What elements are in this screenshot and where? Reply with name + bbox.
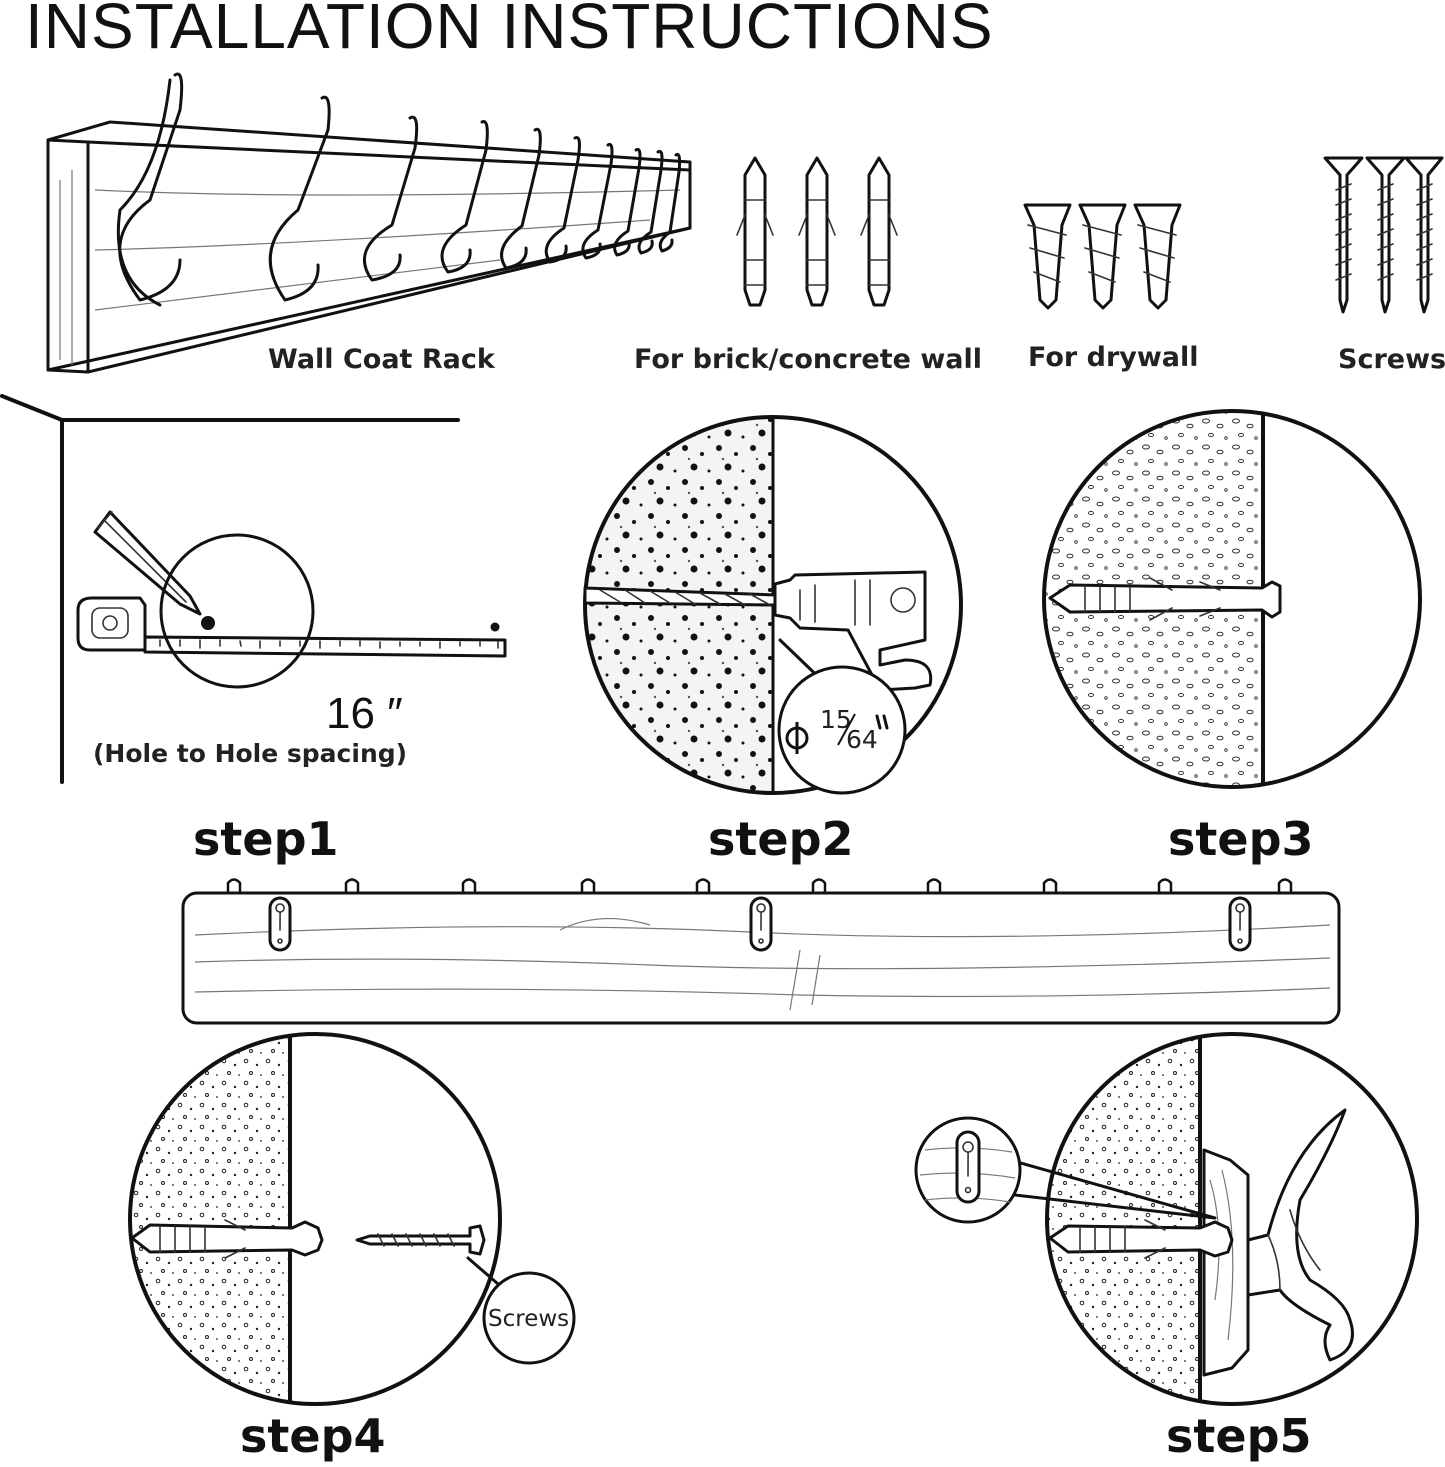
coat-rack-illustration: Wall Coat Rack	[46, 72, 692, 375]
anchor-icon	[1023, 203, 1072, 310]
rack-back-board	[181, 878, 1341, 1025]
spacing-measurement: 16 ″	[326, 689, 403, 738]
keyhole-bracket-icon	[749, 896, 773, 952]
screw-icon	[1323, 156, 1364, 314]
step1-panel: 16 ″ (Hole to Hole spacing)	[0, 394, 507, 784]
screw-icon	[355, 1224, 486, 1256]
step2-panel: 15 64	[583, 415, 963, 795]
anchor-icon	[1048, 577, 1282, 621]
step5-label: step5	[1166, 1409, 1312, 1463]
mark-dot	[201, 616, 215, 630]
step5-panel	[914, 1032, 1419, 1406]
screws-group: Screws	[1323, 156, 1445, 375]
screw-icon	[1404, 156, 1444, 314]
anchor-icon	[1133, 203, 1182, 310]
drill-size-callout	[777, 665, 907, 795]
hook-icon	[1246, 1108, 1354, 1362]
step3-label: step3	[1168, 812, 1314, 866]
brick-label: For brick/concrete wall	[634, 344, 982, 375]
keyhole-bracket-icon	[955, 1130, 981, 1204]
step4-panel: Screws	[128, 1032, 576, 1406]
tape-measure-icon	[76, 596, 507, 658]
anchor-icon	[736, 156, 774, 307]
anchor-icon	[1078, 203, 1127, 310]
rack-label: Wall Coat Rack	[268, 344, 496, 375]
keyhole-bracket-icon	[268, 896, 292, 952]
zoom-circle	[159, 533, 315, 689]
anchor-icon	[798, 156, 836, 307]
drywall-label: For drywall	[1028, 342, 1199, 373]
step4-label: step4	[240, 1409, 386, 1463]
page-title: INSTALLATION INSTRUCTIONS	[25, 0, 994, 62]
screw-icon	[1365, 156, 1406, 314]
drill-icon	[583, 570, 933, 692]
anchor-icon	[130, 1219, 324, 1259]
keyhole-bracket-icon	[1228, 896, 1252, 952]
screws-label: Screws	[1338, 344, 1445, 375]
step2-label: step2	[708, 812, 854, 866]
drill-size-den: 64	[846, 725, 878, 754]
drywall-anchors: For drywall	[1023, 203, 1199, 373]
screws-callout: Screws	[488, 1306, 569, 1332]
screws-callout-bubble	[482, 1271, 576, 1365]
pencil-icon	[93, 510, 202, 616]
mark-dot	[490, 622, 500, 632]
step3-panel	[1042, 409, 1422, 789]
brick-anchors: For brick/concrete wall	[634, 156, 982, 375]
anchor-icon	[860, 156, 898, 307]
step1-label: step1	[193, 812, 339, 866]
hook-row	[116, 72, 682, 307]
spacing-note: (Hole to Hole spacing)	[93, 739, 407, 768]
anchor-icon	[1048, 1219, 1234, 1259]
